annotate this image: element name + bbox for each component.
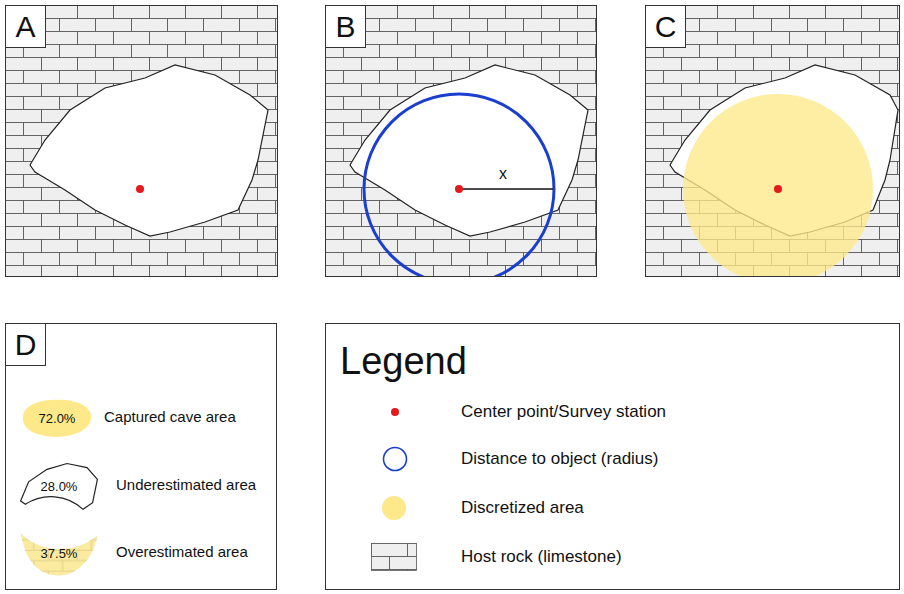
panel-c-art [645,5,900,284]
area-label: Underestimated area [116,476,256,493]
radius-circle-swatch [381,445,409,473]
legend-label: Distance to object (radius) [461,449,658,469]
panel-frame: B [325,5,597,277]
legend-label: Discretized area [461,498,584,518]
area-shape: 28.0% [19,461,99,511]
percentage-value: 37.5% [41,546,78,561]
panel-a-art [5,5,278,277]
area-label: Captured cave area [104,408,236,425]
panel-letter: B [326,6,366,48]
area-shape: 72.0% [19,397,95,439]
panel-frame: C [645,5,900,277]
percentage-value: 72.0% [39,411,76,426]
panel-letter: C [646,6,686,48]
legend-label: Center point/Survey station [461,402,666,422]
panel-letter: D [6,324,46,366]
area-label: Overestimated area [116,543,248,560]
limestone-swatch [371,543,417,571]
survey-dot-swatch [391,408,399,416]
panel-letter: A [6,6,46,48]
legend-heading: Legend [340,340,467,383]
panel-b-art [325,5,597,284]
radius-label: x [499,165,507,183]
legend-box: LegendCenter point/Survey stationDistanc… [325,323,900,590]
legend-label: Host rock (limestone) [461,547,622,567]
discretized-swatch [382,496,406,520]
area-shape: 37.5% [19,529,99,577]
percentage-value: 28.0% [41,479,78,494]
panel-frame: A [5,5,278,277]
